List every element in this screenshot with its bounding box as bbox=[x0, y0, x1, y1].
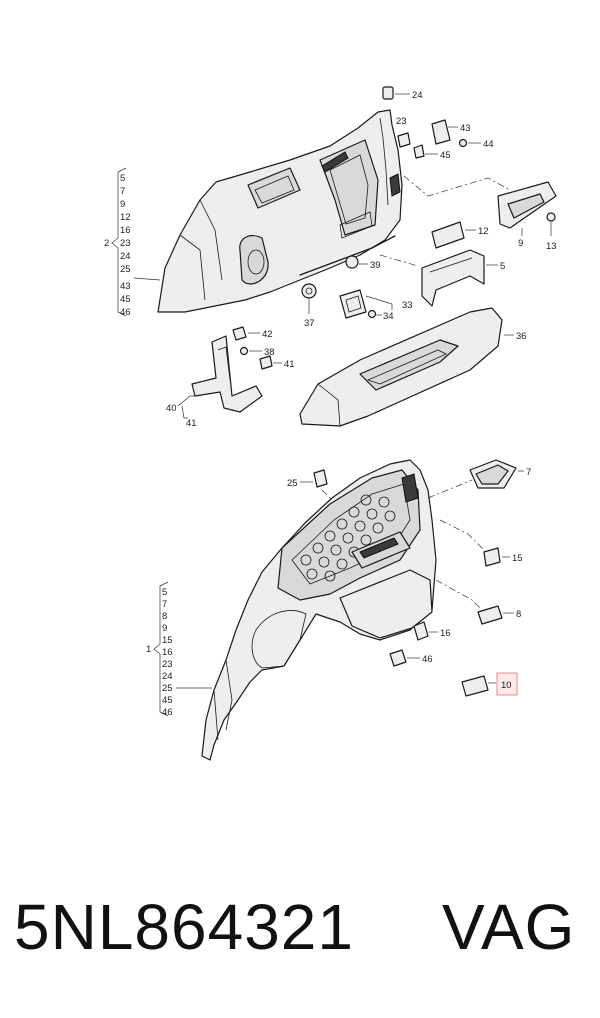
callout-37: 37 bbox=[304, 318, 315, 329]
upper-group-item: 7 bbox=[120, 186, 125, 197]
screw-38: 38 bbox=[239, 346, 275, 358]
nut-42: 42 bbox=[232, 326, 273, 341]
assembly-line bbox=[435, 579, 481, 609]
clip-25: 25 bbox=[287, 469, 328, 489]
callout-7: 7 bbox=[526, 467, 531, 478]
upper-group-item: 43 bbox=[120, 281, 131, 292]
lower-group-item: 46 bbox=[162, 707, 173, 718]
bracket-40: 40 41 bbox=[166, 335, 263, 429]
highlight-box bbox=[496, 672, 518, 696]
handle-5: 5 bbox=[421, 249, 505, 307]
honeycomb-pattern bbox=[300, 494, 396, 582]
clip-16: 16 bbox=[413, 621, 451, 641]
clip-23: 23 bbox=[396, 116, 411, 148]
upper-group-item: 45 bbox=[120, 294, 131, 305]
nut-45: 45 bbox=[413, 144, 451, 161]
lower-group-list: 1 5 7 8 9 15 16 23 24 25 45 46 bbox=[146, 581, 212, 718]
clip-15: 15 bbox=[483, 547, 523, 567]
callout-34: 34 bbox=[383, 311, 394, 322]
upper-group-item: 9 bbox=[120, 199, 125, 210]
assembly-line bbox=[403, 175, 511, 197]
callout-16: 16 bbox=[440, 628, 451, 639]
lower-group-item: 16 bbox=[162, 647, 173, 658]
screw-34: 34 bbox=[367, 309, 394, 322]
upper-group-item: 46 bbox=[120, 307, 131, 318]
lower-group-item: 24 bbox=[162, 671, 173, 682]
upper-group-item: 12 bbox=[120, 212, 131, 223]
exploded-parts-diagram: 2 5 7 9 12 16 23 24 25 43 45 46 24 23 43… bbox=[104, 86, 557, 761]
clip-39: 39 bbox=[345, 255, 381, 271]
lower-group-item: 15 bbox=[162, 635, 173, 646]
cover-36: 36 bbox=[299, 307, 527, 427]
nut-37: 37 bbox=[301, 283, 317, 329]
screw-44: 44 bbox=[458, 138, 494, 150]
assembly-line bbox=[321, 489, 333, 501]
callout-41b: 41 bbox=[186, 418, 197, 429]
lower-group-item: 5 bbox=[162, 587, 167, 598]
upper-group-item: 16 bbox=[120, 225, 131, 236]
callout-24: 24 bbox=[412, 90, 423, 101]
callout-12: 12 bbox=[478, 226, 489, 237]
vent-7: 7 bbox=[469, 459, 531, 489]
upper-trim-panel bbox=[157, 109, 403, 313]
lower-group-item: 9 bbox=[162, 623, 167, 634]
upper-group-item: 24 bbox=[120, 251, 131, 262]
callout-15: 15 bbox=[512, 553, 523, 564]
lower-group-item: 25 bbox=[162, 683, 173, 694]
callout-9: 9 bbox=[518, 238, 523, 249]
callout-23: 23 bbox=[396, 116, 407, 127]
callout-25: 25 bbox=[287, 478, 298, 489]
callout-42: 42 bbox=[262, 329, 273, 340]
callout-33: 33 bbox=[402, 300, 413, 311]
lower-group-item: 23 bbox=[162, 659, 173, 670]
upper-group-item: 25 bbox=[120, 264, 131, 275]
assembly-line bbox=[379, 254, 419, 267]
screw-13: 13 bbox=[546, 212, 557, 252]
callout-8: 8 bbox=[516, 609, 521, 620]
upper-group-item: 5 bbox=[120, 173, 125, 184]
assembly-line bbox=[439, 519, 489, 555]
hook-8: 8 bbox=[477, 605, 521, 625]
lower-group-item: 7 bbox=[162, 599, 167, 610]
callout-10: 10 bbox=[501, 680, 512, 691]
hook-10[interactable]: 10 bbox=[461, 672, 518, 697]
callout-39: 39 bbox=[370, 260, 381, 271]
assembly-line bbox=[427, 479, 473, 499]
callout-43: 43 bbox=[460, 123, 471, 134]
nut-46: 46 bbox=[389, 649, 433, 667]
bracket-43: 43 bbox=[431, 119, 471, 145]
lower-group-item: 45 bbox=[162, 695, 173, 706]
callout-45: 45 bbox=[440, 150, 451, 161]
lower-group-ref: 1 bbox=[146, 644, 151, 655]
callout-44: 44 bbox=[483, 139, 494, 150]
callout-40: 40 bbox=[166, 403, 177, 414]
clip-24: 24 bbox=[382, 86, 423, 101]
grille-12: 12 bbox=[431, 221, 489, 249]
callout-5: 5 bbox=[500, 261, 505, 272]
lower-trim-panel bbox=[201, 459, 437, 761]
callout-13: 13 bbox=[546, 241, 557, 252]
caption: 5NL864321 VAG bbox=[0, 890, 600, 990]
hook-33: 33 bbox=[339, 289, 413, 319]
callout-46: 46 bbox=[422, 654, 433, 665]
brand: VAG bbox=[442, 891, 576, 963]
clip-41: 41 bbox=[259, 355, 295, 370]
part-number: 5NL864321 bbox=[14, 891, 354, 963]
upper-group-list: 2 5 7 9 12 16 23 24 25 43 45 46 bbox=[104, 167, 161, 318]
upper-group-ref: 2 bbox=[104, 238, 109, 249]
callout-41: 41 bbox=[284, 359, 295, 370]
lower-group-item: 8 bbox=[162, 611, 167, 622]
upper-group-item: 23 bbox=[120, 238, 131, 249]
callout-38: 38 bbox=[264, 347, 275, 358]
callout-36: 36 bbox=[516, 331, 527, 342]
vent-9: 9 bbox=[497, 181, 557, 249]
